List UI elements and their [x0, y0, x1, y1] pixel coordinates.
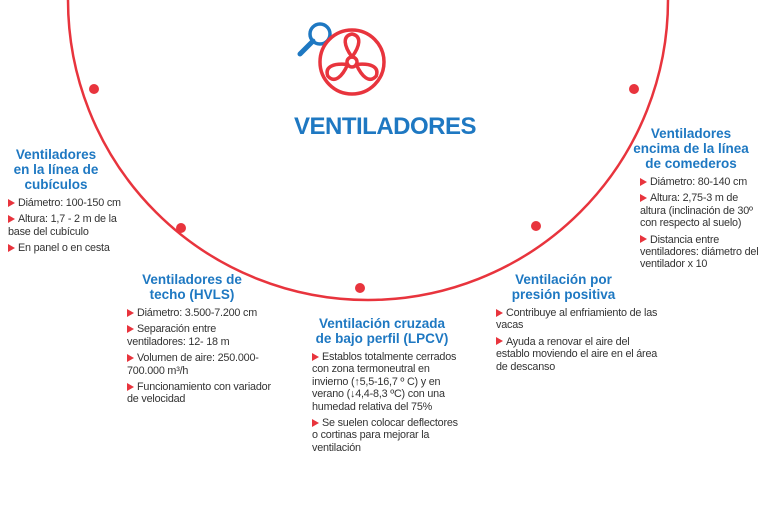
section-comederos: Ventiladores encima de la línea de comed… — [633, 126, 764, 275]
point-list: Diámetro: 3.500-7.200 cm Separación entr… — [127, 307, 277, 406]
point-list: Establos totalmente cerrados con zona te… — [312, 351, 462, 454]
list-item: Se suelen colocar deflectores o cortinas… — [312, 417, 458, 454]
bullet-arrow-icon — [640, 235, 647, 244]
node-dot-cubiculos-top — [89, 84, 99, 94]
point-list: Contribuye al enfriamiento de las vacas … — [496, 307, 661, 373]
bullet-arrow-icon — [312, 352, 319, 361]
section-presion: Ventilación por presión positiva Contrib… — [496, 272, 661, 377]
list-item: Contribuye al enfriamiento de las vacas — [496, 307, 658, 332]
bullet-arrow-icon — [640, 193, 647, 202]
list-item: Separación entre ventiladores: 12- 18 m — [127, 323, 230, 348]
list-item: Distancia entre ventiladores: diámetro d… — [640, 233, 759, 271]
node-dot-lpcv — [355, 283, 365, 293]
section-lpcv: Ventilación cruzada de bajo perfil (LPCV… — [312, 316, 462, 458]
list-item: Diámetro: 3.500-7.200 cm — [127, 307, 277, 319]
magnifier-icon — [297, 22, 332, 57]
bullet-arrow-icon — [8, 198, 15, 207]
page-title: VENTILADORES — [293, 113, 477, 140]
bullet-arrow-icon — [496, 308, 503, 317]
section-cubiculos: Ventiladores en la línea de cubículos Di… — [8, 147, 126, 259]
bullet-arrow-icon — [8, 243, 15, 252]
bullet-arrow-icon — [8, 214, 15, 223]
bullet-arrow-icon — [127, 324, 134, 333]
section-heading: Ventilación cruzada de bajo perfil (LPCV… — [315, 316, 449, 346]
bullet-arrow-icon — [312, 418, 319, 427]
list-item: Ayuda a renovar el aire del establo movi… — [496, 335, 658, 373]
list-item: Altura: 2,75-3 m de altura (inclinación … — [640, 192, 753, 230]
section-techo: Ventiladores de techo (HVLS) Diámetro: 3… — [127, 272, 277, 410]
list-item: Establos totalmente cerrados con zona te… — [312, 351, 457, 413]
node-dot-comederos-top — [629, 84, 639, 94]
section-heading: Ventiladores de techo (HVLS) — [142, 272, 242, 302]
list-item: Volumen de aire: 250.000-700.000 m³/h — [127, 352, 259, 377]
point-list: Diámetro: 80-140 cm Altura: 2,75-3 m de … — [640, 176, 764, 271]
fan-icon — [318, 28, 386, 96]
list-item: Diámetro: 80-140 cm — [640, 176, 764, 188]
list-item: Altura: 1,7 - 2 m de la base del cubícul… — [8, 213, 117, 238]
bullet-arrow-icon — [127, 382, 134, 391]
section-heading: Ventilación por presión positiva — [511, 272, 616, 302]
point-list: Diámetro: 100-150 cm Altura: 1,7 - 2 m d… — [8, 197, 126, 255]
bullet-arrow-icon — [640, 177, 647, 186]
section-heading: Ventiladores encima de la línea de comed… — [633, 126, 749, 171]
list-item: Diámetro: 100-150 cm — [8, 197, 126, 209]
list-item: En panel o en cesta — [8, 242, 126, 254]
list-item: Funcionamiento con variador de velocidad — [127, 381, 271, 406]
section-heading: Ventiladores en la línea de cubículos — [13, 147, 99, 192]
node-dot-presion — [531, 221, 541, 231]
node-dot-techo — [176, 223, 186, 233]
bullet-arrow-icon — [127, 353, 134, 362]
bullet-arrow-icon — [127, 308, 134, 317]
bullet-arrow-icon — [496, 337, 503, 346]
